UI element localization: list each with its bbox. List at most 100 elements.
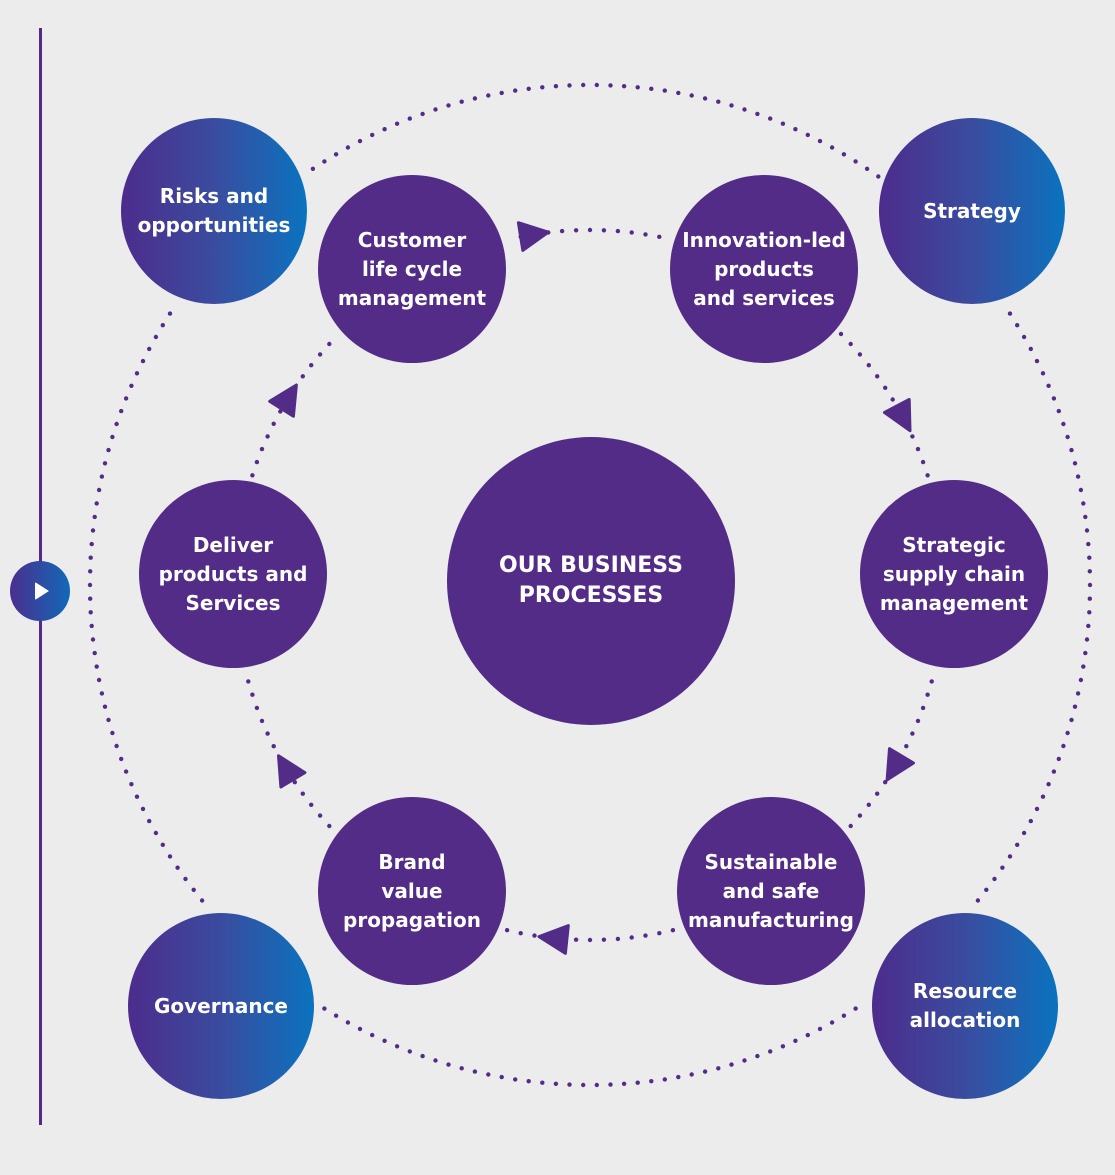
ring-dot	[357, 1026, 363, 1032]
ring-dot	[1065, 730, 1070, 736]
ring-dot	[134, 794, 140, 799]
ring-dot	[875, 374, 880, 379]
ring-dot	[87, 582, 93, 588]
ring-dot	[407, 116, 412, 121]
ring-dot	[1081, 501, 1086, 506]
ring-dot	[553, 1081, 559, 1087]
ring-dot	[486, 1072, 491, 1077]
ring-dot	[254, 459, 260, 465]
ring-dot	[88, 569, 93, 574]
ring-dot	[621, 84, 627, 89]
ring-dot	[594, 1082, 599, 1088]
ring-dot	[635, 85, 640, 90]
ring-dot	[567, 83, 572, 88]
ring-dot	[129, 383, 134, 388]
node-label: Sustainable and safe manufacturing	[688, 849, 854, 932]
ring-dot	[134, 371, 140, 376]
ring-dot	[689, 93, 694, 98]
ring-dot	[504, 928, 510, 933]
ring-dot	[106, 717, 111, 723]
ring-dot	[1087, 582, 1093, 588]
ring-dot	[119, 408, 124, 414]
ring-dot	[587, 937, 593, 943]
ring-dot	[1078, 677, 1084, 683]
ring-dot	[370, 1032, 375, 1038]
ring-dot	[601, 937, 607, 942]
ring-dot	[910, 731, 915, 736]
ring-dot	[780, 121, 786, 126]
ring-dot	[1083, 650, 1088, 656]
ring-dot	[635, 1080, 640, 1085]
ring-dot	[526, 86, 531, 92]
ring-dot	[300, 374, 305, 379]
node-governance: Governance	[128, 913, 314, 1099]
outer-dotted-ring	[87, 82, 1093, 1088]
ring-dot	[102, 461, 108, 466]
ring-dot	[920, 459, 926, 465]
ring-dot	[848, 823, 853, 829]
ring-dot	[1040, 371, 1046, 376]
ring-dot	[857, 352, 863, 357]
ring-dot	[167, 311, 173, 316]
ring-dot	[1046, 383, 1051, 388]
ring-dot	[581, 1082, 586, 1088]
ring-dot	[327, 341, 332, 347]
ring-dot	[88, 555, 93, 560]
ring-dot	[1007, 854, 1013, 859]
ring-dot	[838, 331, 844, 337]
ring-dot	[1007, 311, 1013, 316]
ring-dot	[1051, 396, 1057, 401]
ring-dot	[92, 514, 97, 520]
play-button[interactable]	[10, 561, 70, 621]
ring-dot	[1069, 447, 1074, 453]
ring-dot	[147, 346, 152, 352]
triangle-arrow-icon	[885, 747, 915, 782]
ring-dot	[300, 791, 305, 796]
ring-dot	[271, 744, 276, 749]
ring-dot	[123, 769, 129, 774]
ring-dot	[676, 90, 681, 96]
ring-dot	[1040, 794, 1046, 799]
ring-dot	[615, 228, 621, 234]
ring-dot	[513, 1077, 518, 1082]
ring-dot	[716, 99, 721, 104]
ring-dot	[920, 705, 926, 711]
ring-dot	[140, 358, 146, 364]
ring-dot	[102, 704, 108, 709]
ring-dot	[841, 152, 847, 157]
triangle-arrow-icon	[883, 397, 912, 433]
ring-dot	[160, 323, 165, 328]
ring-dot	[265, 731, 270, 736]
node-label: Brand value propagation	[343, 849, 481, 932]
ring-dot	[817, 1026, 823, 1032]
ring-dot	[446, 1062, 451, 1067]
ring-dot	[110, 730, 115, 736]
ring-dot	[96, 487, 102, 493]
ring-dot	[1087, 555, 1092, 560]
ring-dot	[1021, 334, 1027, 340]
ring-dot	[1021, 830, 1027, 836]
node-risks-and-opportunities: Risks and opportunities	[121, 118, 307, 304]
ring-dot	[608, 1082, 613, 1087]
ring-dot	[472, 96, 478, 101]
ring-dot	[407, 1049, 412, 1054]
ring-dot	[90, 528, 96, 533]
node-label: Strategic supply chain management	[879, 532, 1029, 615]
ring-dot	[793, 127, 798, 132]
ring-dot	[526, 1079, 531, 1084]
ring-dot	[1072, 461, 1078, 466]
node-customer-life-cycle: Customer life cycle management	[318, 175, 506, 363]
ring-dot	[123, 396, 129, 401]
ring-dot	[292, 780, 297, 785]
triangle-arrow-icon	[268, 383, 298, 418]
node-label: Innovation-led products and services	[682, 227, 846, 310]
triangle-arrow-icon	[277, 754, 307, 789]
ring-dot	[643, 232, 648, 237]
ring-dot	[793, 1038, 798, 1044]
ring-dot	[615, 936, 621, 942]
ring-dot	[875, 791, 880, 796]
ring-dot	[1065, 434, 1070, 440]
ring-dot	[446, 103, 451, 108]
ring-dot	[629, 935, 634, 940]
